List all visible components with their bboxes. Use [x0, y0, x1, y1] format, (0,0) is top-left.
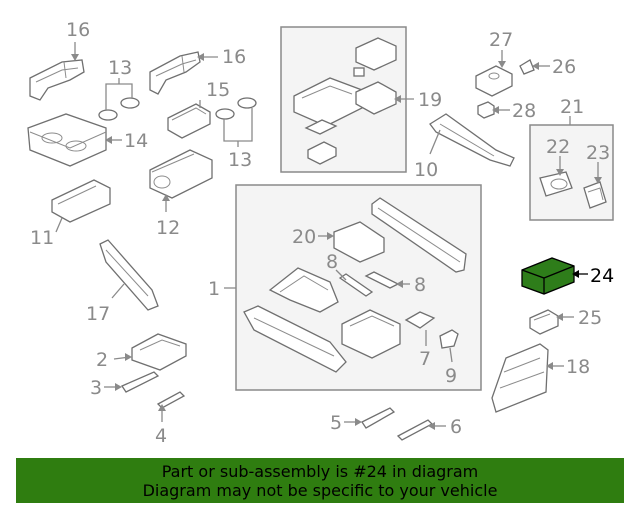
part-7[interactable] [404, 311, 436, 329]
callout-8b: 8 [414, 274, 426, 296]
callout-6: 6 [450, 416, 462, 438]
footer-line-1: Part or sub-assembly is #24 in diagram [161, 461, 479, 481]
part-17[interactable] [99, 239, 159, 311]
callout-25: 25 [578, 307, 602, 329]
part-24-highlighted[interactable] [521, 257, 575, 295]
callout-18: 18 [566, 356, 590, 378]
callout-16a: 16 [66, 19, 90, 41]
part-20[interactable] [333, 221, 385, 263]
part-11[interactable] [51, 179, 111, 223]
part-1-bin[interactable] [341, 309, 401, 359]
group-box-21 [529, 124, 614, 221]
callout-19: 19 [418, 89, 442, 111]
part-19-assembly[interactable] [293, 37, 397, 165]
callout-1: 1 [208, 278, 220, 300]
callout-4: 4 [155, 425, 167, 447]
callout-13b: 13 [228, 149, 252, 171]
part-console-rail[interactable] [371, 197, 467, 273]
part-23[interactable] [583, 181, 607, 209]
part-28[interactable] [477, 101, 495, 119]
callout-23: 23 [586, 142, 610, 164]
callout-26: 26 [552, 56, 576, 78]
part-27[interactable] [475, 65, 513, 97]
callout-14: 14 [124, 130, 148, 152]
part-8-upper[interactable] [338, 273, 374, 297]
part-6[interactable] [396, 419, 434, 441]
part-22[interactable] [539, 171, 573, 197]
callout-5: 5 [330, 412, 342, 434]
part-12[interactable] [149, 149, 213, 199]
part-3[interactable] [121, 371, 160, 393]
callout-10: 10 [414, 159, 438, 181]
footer-banner: Part or sub-assembly is #24 in diagram D… [16, 458, 624, 503]
callout-22: 22 [546, 136, 570, 158]
callout-9: 9 [445, 365, 457, 387]
part-2[interactable] [131, 333, 187, 371]
part-15[interactable] [167, 103, 211, 139]
callout-8a: 8 [326, 251, 338, 273]
callout-12: 12 [156, 217, 180, 239]
callout-2: 2 [96, 349, 108, 371]
callout-11: 11 [30, 227, 54, 249]
part-5[interactable] [361, 407, 396, 429]
part-1-console[interactable] [243, 305, 347, 373]
part-13-rings-right[interactable] [215, 97, 257, 120]
callout-3: 3 [90, 377, 102, 399]
callout-13a: 13 [108, 57, 132, 79]
part-1-bracket[interactable] [268, 267, 339, 313]
part-26[interactable] [519, 59, 535, 75]
callout-27: 27 [489, 29, 513, 51]
callout-28: 28 [512, 100, 536, 122]
footer-line-2: Diagram may not be specific to your vehi… [142, 480, 498, 500]
callout-15: 15 [206, 79, 230, 101]
callout-7: 7 [419, 348, 431, 370]
part-10[interactable] [429, 113, 515, 167]
part-18[interactable] [491, 343, 549, 413]
part-16-left[interactable] [29, 59, 85, 101]
callout-20: 20 [292, 226, 316, 248]
part-14[interactable] [27, 113, 107, 167]
part-9[interactable] [439, 329, 459, 349]
callout-16b: 16 [222, 46, 246, 68]
callout-24: 24 [590, 265, 614, 287]
part-16-right[interactable] [149, 51, 201, 95]
callout-21: 21 [560, 96, 584, 118]
part-13-rings-left[interactable] [98, 97, 140, 121]
part-25[interactable] [529, 309, 559, 335]
callout-17: 17 [86, 303, 110, 325]
